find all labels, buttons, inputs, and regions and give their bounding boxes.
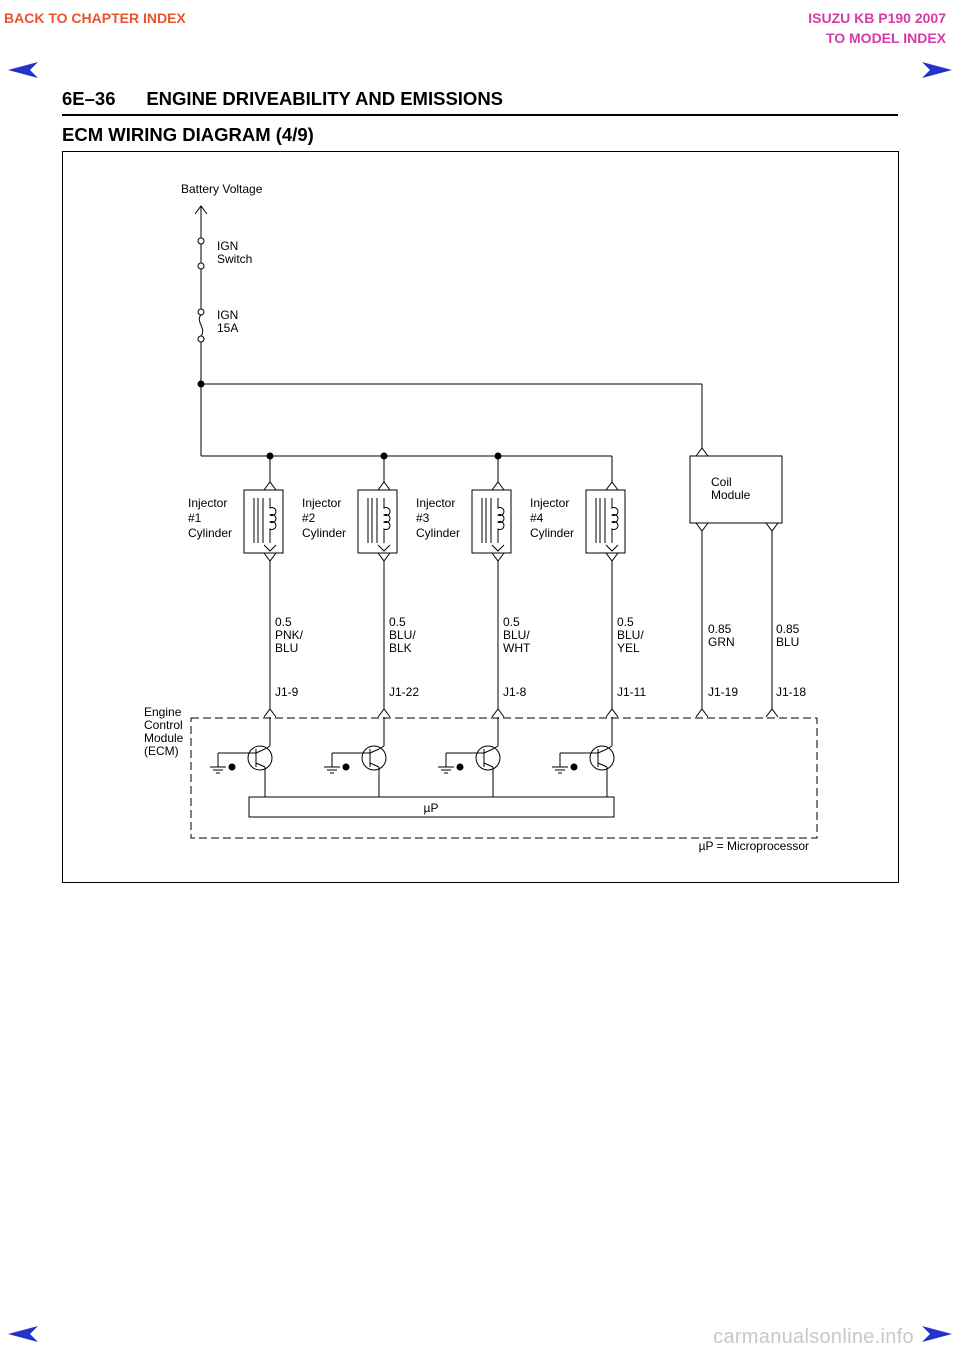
ign-switch-label-2: Switch [217,252,252,266]
injector-channel [210,456,284,797]
section-title: ECM WIRING DIAGRAM (4/9) [62,124,314,145]
transistor-icon [361,745,387,771]
injector-1-pin: J1-9 [275,685,299,699]
injector-2-wire-line: BLU/ [389,628,416,642]
footer-site-watermark: carmanualsonline.info [713,1326,914,1348]
solenoid-coil-icon [382,498,391,543]
junction-dot [197,380,205,388]
ground-dot [342,763,350,771]
page-title: 6E–36 ENGINE DRIVEABILITY AND EMISSIONS [62,88,504,109]
injector-4-label-line: Injector [530,496,569,510]
coil-wire-1-pin: J1-19 [708,685,738,699]
coil-wire-2-gauge: 0.85 [776,622,800,636]
header-rule [62,114,898,116]
coil-wire-2-pin: J1-18 [776,685,806,699]
transistor-icon [247,745,273,771]
injector-3-label-line: Injector [416,496,455,510]
injector-1-wire-line: 0.5 [275,615,292,629]
injector-2-label-line: Cylinder [302,526,346,540]
to-model-index-link[interactable]: TO MODEL INDEX [825,30,946,46]
injector-channel [438,456,512,797]
coil-module-label-2: Module [711,488,751,502]
ecm-label-4: (ECM) [144,744,179,758]
injector-body [471,489,512,554]
injector-4-wire-line: YEL [617,641,640,655]
injector-4-label-line: #4 [530,511,544,525]
injector-4-pin: J1-11 [617,685,646,699]
injector-body [243,489,284,554]
injector-2-label-line: Injector [302,496,341,510]
ground-dot [570,763,578,771]
injector-1-label-line: Injector [188,496,227,510]
next-page-arrow-bottom-icon[interactable] [920,1324,954,1344]
ground-dot [456,763,464,771]
injector-3-wire-line: WHT [503,641,531,655]
ign-switch-label-1: IGN [217,239,238,253]
junction-dot [494,452,502,460]
prev-page-arrow-icon[interactable] [6,60,40,80]
junction-dot [266,452,274,460]
solenoid-coil-icon [268,498,277,543]
battery-voltage-label: Battery Voltage [181,182,263,196]
ground-dot [228,763,236,771]
ign-fuse-label-2: 15A [217,321,238,335]
injector-1-wire-line: BLU [275,641,298,655]
injector-stack: Injector#1Cylinder0.5PNK/BLUJ1-9Injector… [188,456,646,797]
model-title: ISUZU KB P190 2007 [808,10,946,26]
solenoid-coil-icon [610,498,619,543]
ecm-label-2: Control [144,718,183,732]
ecm-wiring-diagram: Injector#1Cylinder0.5PNK/BLUJ1-9Injector… [144,182,818,853]
ecm-label-3: Module [144,731,184,745]
junction-dot [380,452,388,460]
coil-wire-1-color: GRN [708,635,735,649]
injector-3-label-line: Cylinder [416,526,460,540]
injector-4-wire-line: BLU/ [617,628,644,642]
bus-junctions [197,380,502,460]
injector-4-wire-line: 0.5 [617,615,634,629]
injector-channel [324,456,398,797]
injector-1-label-line: #1 [188,511,202,525]
coil-module-label-1: Coil [711,475,732,489]
injector-3-wire-line: BLU/ [503,628,530,642]
injector-2-pin: J1-22 [389,685,419,699]
next-page-arrow-icon[interactable] [920,60,954,80]
microprocessor-note: µP = Microprocessor [699,839,809,853]
injector-1-label-line: Cylinder [188,526,232,540]
ign-fuse-label-1: IGN [217,308,238,322]
coil-wire-2-color: BLU [776,635,799,649]
injector-channel [552,456,626,797]
microprocessor-label: µP [424,801,439,815]
injector-2-label-line: #2 [302,511,316,525]
coil-wire-1-gauge: 0.85 [708,622,732,636]
injector-body [357,489,398,554]
injector-1-wire-line: PNK/ [275,628,304,642]
injector-3-wire-line: 0.5 [503,615,520,629]
injector-body [585,489,626,554]
injector-4-label-line: Cylinder [530,526,574,540]
injector-3-label-line: #3 [416,511,430,525]
injector-3-pin: J1-8 [503,685,527,699]
prev-page-arrow-bottom-icon[interactable] [6,1324,40,1344]
back-to-chapter-index-link[interactable]: BACK TO CHAPTER INDEX [4,10,186,26]
solenoid-coil-icon [496,498,505,543]
transistor-icon [475,745,501,771]
ecm-label-1: Engine [144,705,182,719]
injector-2-wire-line: 0.5 [389,615,406,629]
transistor-icon [589,745,615,771]
injector-2-wire-line: BLK [389,641,412,655]
